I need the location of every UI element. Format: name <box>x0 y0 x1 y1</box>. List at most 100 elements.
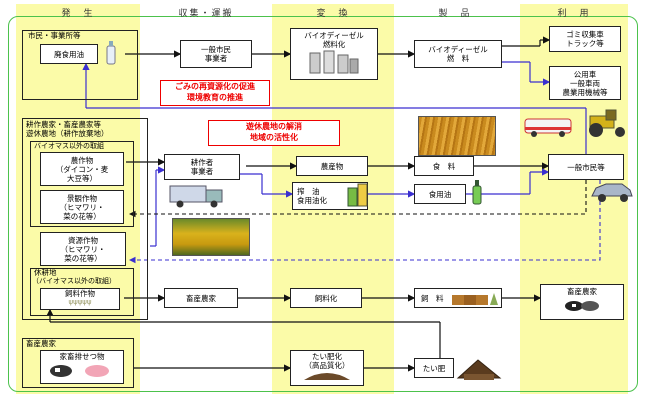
compost-bag-icon <box>456 354 502 386</box>
oil-press-icon <box>346 180 370 212</box>
region-citizens <box>22 30 138 100</box>
crop-resource-line1: 資源作物 <box>68 235 98 245</box>
bdf-product-line2: 燃 料 <box>446 54 470 63</box>
agri-product-box: 農産物 <box>296 156 368 176</box>
edible-oil-label: 食用油 <box>428 189 452 199</box>
region-citizens-title: 市民・事業所等 <box>28 31 81 40</box>
tank-facility-icon <box>309 50 359 74</box>
collector-line1: 一般市民 <box>201 45 231 54</box>
column-header-shushu: 収集・運搬 <box>178 9 234 19</box>
oil-bottle-icon <box>104 40 118 70</box>
feed-conversion-label: 飼料化 <box>314 293 338 303</box>
crop-food-line2: （ダイコン・麦 <box>55 164 109 174</box>
column-header-hassei: 発 生 <box>61 9 95 19</box>
car-icon <box>590 180 634 208</box>
public-vehicle-line1: 公用車 <box>573 69 597 79</box>
waste-oil-label: 廃食用油 <box>54 49 84 59</box>
crop-landscape-line3: 菜の花等） <box>63 211 101 221</box>
garbage-truck-line1: ゴミ収集車 <box>566 30 604 39</box>
column-header-henkan: 変 換 <box>316 9 350 19</box>
feed-product-label: 飼 料 <box>421 293 444 303</box>
food-box: 食 料 <box>414 156 474 176</box>
oil-bottle-small-icon <box>470 178 484 210</box>
bdf-product-box: バイオディーゼル 燃 料 <box>414 40 502 68</box>
farmland-note: 遊休農地の解消 地域の活性化 <box>208 120 340 146</box>
bdf-conversion-line1: バイオディーゼル <box>304 31 364 40</box>
feed-crop-label: 飼料作物 <box>65 289 95 298</box>
compost-product-label: たい肥 <box>422 363 446 373</box>
sunflower-field-image <box>172 218 250 256</box>
region-farmers-title1: 耕作農家・畜産農家等 <box>26 120 101 129</box>
public-vehicle-line2: 一般車両 <box>570 78 600 88</box>
bdf-conversion-line2: 燃料化 <box>322 40 346 49</box>
crop-food-line1: 農作物 <box>70 155 94 165</box>
recycling-note-line2: 環境教育の推進 <box>187 93 243 102</box>
crop-resource-line2: （ヒマワリ・ <box>60 244 106 254</box>
crop-landscape-line2: （ヒマワリ・ <box>59 202 105 212</box>
farmland-note-line1: 遊休農地の解消 <box>246 122 302 131</box>
outer-frame <box>8 16 638 392</box>
compost-pile-icon <box>304 373 350 380</box>
cows-icon <box>565 301 599 311</box>
oil-press-line2: 食用油化 <box>297 196 327 205</box>
crop-resource-box: 資源作物 （ヒマワリ・ 菜の花等） <box>40 232 126 266</box>
non-biomass-label: バイオマス以外の取組 <box>34 142 104 150</box>
bdf-product-line1: バイオディーゼル <box>428 45 488 54</box>
fallow-sub: （バイオマス以外の取組） <box>32 277 116 285</box>
farmland-note-line2: 地域の活性化 <box>250 133 298 142</box>
garbage-truck-box: ゴミ収集車 トラック等 <box>549 26 621 52</box>
feed-crop-box: 飼料作物 ψψψψψ <box>40 288 120 310</box>
feed-conversion-box: 飼料化 <box>290 288 362 308</box>
compost-conversion-line2: （高品質化） <box>304 361 350 370</box>
food-label: 食 料 <box>432 161 456 171</box>
waste-oil-box: 廃食用油 <box>40 44 98 64</box>
recycling-note: ごみの再資源化の促進 環境教育の推進 <box>160 80 270 106</box>
region-farmers <box>22 118 148 320</box>
livestock-farmer-box: 畜産農家 <box>164 288 238 308</box>
farmer-operator-line1: 耕作者 <box>190 158 214 167</box>
farmer-operator-box: 耕作者 事業者 <box>164 154 240 180</box>
crop-resource-line3: 菜の花等） <box>64 253 102 263</box>
compost-conversion-line1: たい肥化 <box>312 352 342 361</box>
livestock-farmer-label: 畜産農家 <box>186 293 216 303</box>
citizens-use-box: 一般市民等 <box>548 154 624 180</box>
recycling-note-line1: ごみの再資源化の促進 <box>175 82 255 91</box>
feed-crop-icons: ψψψψψ <box>68 298 92 306</box>
manure-label: 家畜排せつ物 <box>59 352 105 361</box>
agri-product-label: 農産物 <box>320 161 344 171</box>
garbage-truck-line2: トラック等 <box>566 39 604 48</box>
region-non-biomass <box>30 141 134 227</box>
collector-line2: 事業者 <box>204 54 228 63</box>
edible-oil-box: 食用油 <box>414 184 466 204</box>
public-vehicle-line3: 農業用機械等 <box>562 87 608 97</box>
crop-food-line3: 大豆等） <box>67 173 97 183</box>
public-vehicle-box: 公用車 一般車両 農業用機械等 <box>549 66 621 100</box>
region-livestock-title: 畜産農家 <box>26 339 56 348</box>
compost-conversion-box: たい肥化 （高品質化） <box>290 350 364 386</box>
bus-icon <box>524 116 574 142</box>
crop-landscape-line1: 景観作物 <box>67 193 97 203</box>
crop-food-box: 農作物 （ダイコン・麦 大豆等） <box>40 152 124 186</box>
fallow-title: 休耕地 <box>34 268 57 277</box>
livestock-animals-icon <box>50 365 109 377</box>
crop-landscape-box: 景観作物 （ヒマワリ・ 菜の花等） <box>40 190 124 224</box>
manure-box: 家畜排せつ物 <box>40 350 124 384</box>
region-fallow <box>30 268 134 316</box>
column-header-seihin: 製 品 <box>438 9 472 19</box>
region-farmers-title2: 遊休農地（耕作放棄地） <box>26 129 109 138</box>
oil-press-line1: 搾 油 <box>297 187 320 196</box>
column-header-riyou: 利 用 <box>557 9 591 19</box>
wheat-field-image <box>418 116 496 156</box>
citizens-use-label: 一般市民等 <box>567 162 605 172</box>
truck-icon <box>168 182 226 212</box>
feed-sacks-icon <box>450 289 500 311</box>
bdf-conversion-box: バイオディーゼル 燃料化 <box>290 28 378 80</box>
livestock-use-label: 畜産農家 <box>567 287 597 296</box>
livestock-use-box: 畜産農家 <box>540 284 624 320</box>
collector-box: 一般市民 事業者 <box>180 40 252 68</box>
farmer-operator-line2: 事業者 <box>190 167 214 176</box>
region-livestock <box>22 338 134 388</box>
compost-product-box: たい肥 <box>414 358 454 378</box>
